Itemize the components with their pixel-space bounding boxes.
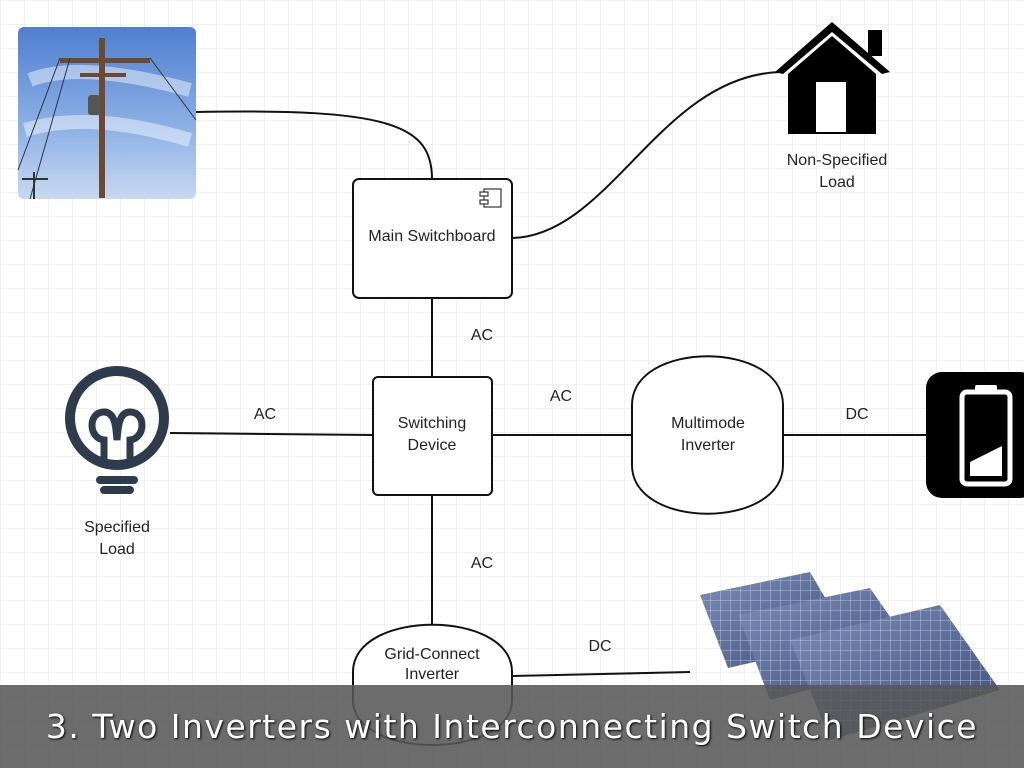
connectors [169, 71, 928, 677]
edge-label: AC [471, 555, 493, 572]
edge-switchboard-to-house [511, 71, 781, 239]
edge-bulb-to-switching [169, 432, 374, 436]
node-label: Grid-Connect [384, 646, 480, 663]
node-label: Load [819, 174, 855, 191]
battery-icon [926, 372, 1024, 498]
node-label: Load [99, 541, 135, 558]
edge-label: AC [550, 388, 572, 405]
node-label: Inverter [405, 666, 460, 683]
edge-label: AC [254, 406, 276, 423]
switching-device-node[interactable]: Switching Device [372, 376, 493, 496]
house-icon [775, 22, 890, 134]
node-label: Main Switchboard [368, 228, 495, 245]
node-label: Non-Specified [787, 152, 888, 169]
node-label: Specified [84, 519, 150, 536]
edge-label: DC [588, 638, 611, 655]
lightbulb-icon [65, 366, 169, 494]
utility-pole-photo [17, 27, 197, 200]
component-icon [479, 188, 502, 208]
caption-text: 3. Two Inverters with Interconnecting Sw… [45, 707, 979, 746]
node-label: Multimode [671, 415, 745, 432]
node-label: Switching [398, 415, 466, 432]
node-label: Device [408, 437, 457, 454]
edge-label: DC [845, 406, 868, 423]
multimode-inverter-node[interactable]: Multimode Inverter [631, 355, 784, 515]
edge-pole-to-switchboard [195, 110, 433, 180]
slide-caption: 3. Two Inverters with Interconnecting Sw… [0, 685, 1024, 768]
edge-gridconnect-to-solar [511, 671, 691, 677]
main-switchboard-node[interactable]: Main Switchboard [352, 178, 513, 299]
edge-label: AC [471, 327, 493, 344]
node-label: Inverter [681, 437, 736, 454]
